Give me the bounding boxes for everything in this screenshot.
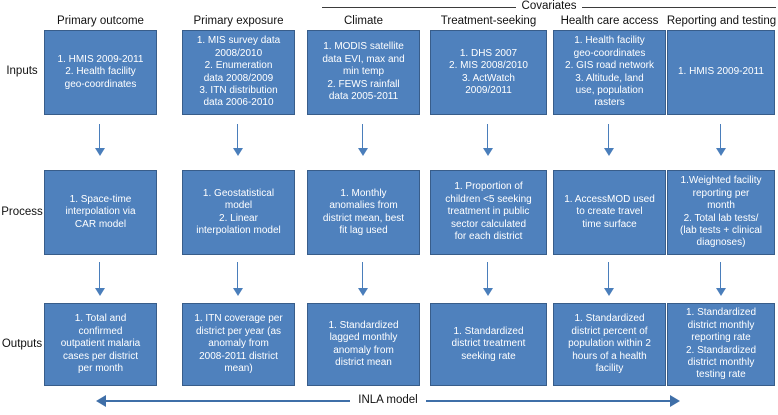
process-box-treatment-seeking: 1. Proportion of children <5 seeking tre…	[430, 170, 547, 255]
process-box-health-care-access: 1. AccessMOD used to create travel time …	[553, 170, 666, 255]
output-box-primary-exposure: 1. ITN coverage per district per year (a…	[182, 303, 295, 386]
arrow-inputs-to-process-primary-exposure	[232, 124, 244, 156]
column-header-primary-outcome: Primary outcome	[57, 15, 144, 27]
input-text-health-care-access: 1. Health facility geo-coordinates 2. GI…	[565, 35, 654, 109]
process-text-reporting-and-testing: 1.Weighted facility reporting per month …	[680, 175, 762, 249]
input-text-reporting-and-testing: 1. HMIS 2009-2011	[678, 66, 764, 78]
output-box-reporting-and-testing: 1. Standardized district monthly reporti…	[667, 303, 775, 386]
row-label-inputs: Inputs	[6, 65, 38, 77]
arrow-inputs-to-process-reporting-and-testing	[715, 124, 727, 156]
inla-line-right	[425, 400, 671, 402]
arrow-inputs-to-process-climate	[357, 124, 369, 156]
process-text-treatment-seeking: 1. Proportion of children <5 seeking tre…	[445, 181, 532, 243]
input-box-treatment-seeking: 1. DHS 2007 2. MIS 2008/2010 3. ActWatch…	[430, 30, 547, 115]
input-text-primary-exposure: 1. MIS survey data 2008/2010 2. Enumerat…	[196, 35, 281, 109]
covariates-bracket: Covariates	[322, 0, 776, 14]
row-label-process: Process	[1, 206, 43, 218]
inla-model-arrow: INLA model	[96, 392, 681, 410]
process-box-primary-outcome: 1. Space-time interpolation via CAR mode…	[44, 170, 157, 255]
column-header-climate: Climate	[344, 15, 383, 27]
arrow-process-to-outputs-reporting-and-testing	[715, 262, 727, 296]
arrow-left-head-icon	[96, 395, 106, 407]
inla-model-label: INLA model	[358, 394, 418, 407]
process-text-health-care-access: 1. AccessMOD used to create travel time …	[564, 193, 655, 230]
covariates-rule-right	[582, 6, 776, 8]
column-header-primary-exposure: Primary exposure	[193, 15, 284, 27]
input-text-primary-outcome: 1. HMIS 2009-2011 2. Health facility geo…	[57, 53, 144, 90]
arrow-inputs-to-process-primary-outcome	[94, 124, 106, 156]
process-text-primary-exposure: 1. Geostatistical model 2. Linear interp…	[196, 187, 281, 236]
output-text-health-care-access: 1. Standardized district percent of popu…	[568, 313, 651, 375]
arrow-process-to-outputs-treatment-seeking	[482, 262, 494, 296]
output-box-primary-outcome: 1. Total and confirmed outpatient malari…	[44, 303, 157, 386]
output-box-climate: 1. Standardized lagged monthly anomaly f…	[307, 303, 420, 386]
arrow-inputs-to-process-health-care-access	[603, 124, 615, 156]
column-header-treatment-seeking: Treatment-seeking	[440, 15, 537, 27]
process-text-primary-outcome: 1. Space-time interpolation via CAR mode…	[65, 193, 136, 230]
output-text-reporting-and-testing: 1. Standardized district monthly reporti…	[685, 307, 757, 381]
arrow-right-head-icon	[670, 395, 681, 407]
inla-line-left	[106, 400, 351, 402]
arrow-process-to-outputs-primary-exposure	[232, 262, 244, 296]
output-text-primary-outcome: 1. Total and confirmed outpatient malari…	[60, 313, 141, 375]
input-box-primary-exposure: 1. MIS survey data 2008/2010 2. Enumerat…	[182, 30, 295, 115]
column-header-health-care-access: Health care access	[560, 15, 659, 27]
column-header-reporting-and-testing: Reporting and testing	[666, 15, 777, 27]
process-box-climate: 1. Monthly anomalies from district mean,…	[307, 170, 420, 255]
covariates-rule-left	[322, 6, 516, 8]
output-box-treatment-seeking: 1. Standardized district treatment seeki…	[430, 303, 547, 386]
input-box-reporting-and-testing: 1. HMIS 2009-2011	[667, 30, 775, 115]
input-text-treatment-seeking: 1. DHS 2007 2. MIS 2008/2010 3. ActWatch…	[449, 47, 528, 96]
output-text-primary-exposure: 1. ITN coverage per district per year (a…	[194, 313, 283, 375]
input-box-primary-outcome: 1. HMIS 2009-2011 2. Health facility geo…	[44, 30, 157, 115]
output-text-climate: 1. Standardized lagged monthly anomaly f…	[328, 319, 399, 368]
input-box-health-care-access: 1. Health facility geo-coordinates 2. GI…	[553, 30, 666, 115]
process-text-climate: 1. Monthly anomalies from district mean,…	[322, 187, 405, 236]
input-text-climate: 1. MODIS satellite data EVI, max and min…	[322, 41, 405, 103]
arrow-process-to-outputs-climate	[357, 262, 369, 296]
process-box-primary-exposure: 1. Geostatistical model 2. Linear interp…	[182, 170, 295, 255]
row-label-outputs: Outputs	[1, 338, 43, 350]
output-box-health-care-access: 1. Standardized district percent of popu…	[553, 303, 666, 386]
arrow-inputs-to-process-treatment-seeking	[482, 124, 494, 156]
arrow-process-to-outputs-health-care-access	[603, 262, 615, 296]
covariates-label: Covariates	[521, 0, 577, 13]
output-text-treatment-seeking: 1. Standardized district treatment seeki…	[451, 325, 526, 362]
arrow-process-to-outputs-primary-outcome	[94, 262, 106, 296]
input-box-climate: 1. MODIS satellite data EVI, max and min…	[307, 30, 420, 115]
process-box-reporting-and-testing: 1.Weighted facility reporting per month …	[667, 170, 775, 255]
